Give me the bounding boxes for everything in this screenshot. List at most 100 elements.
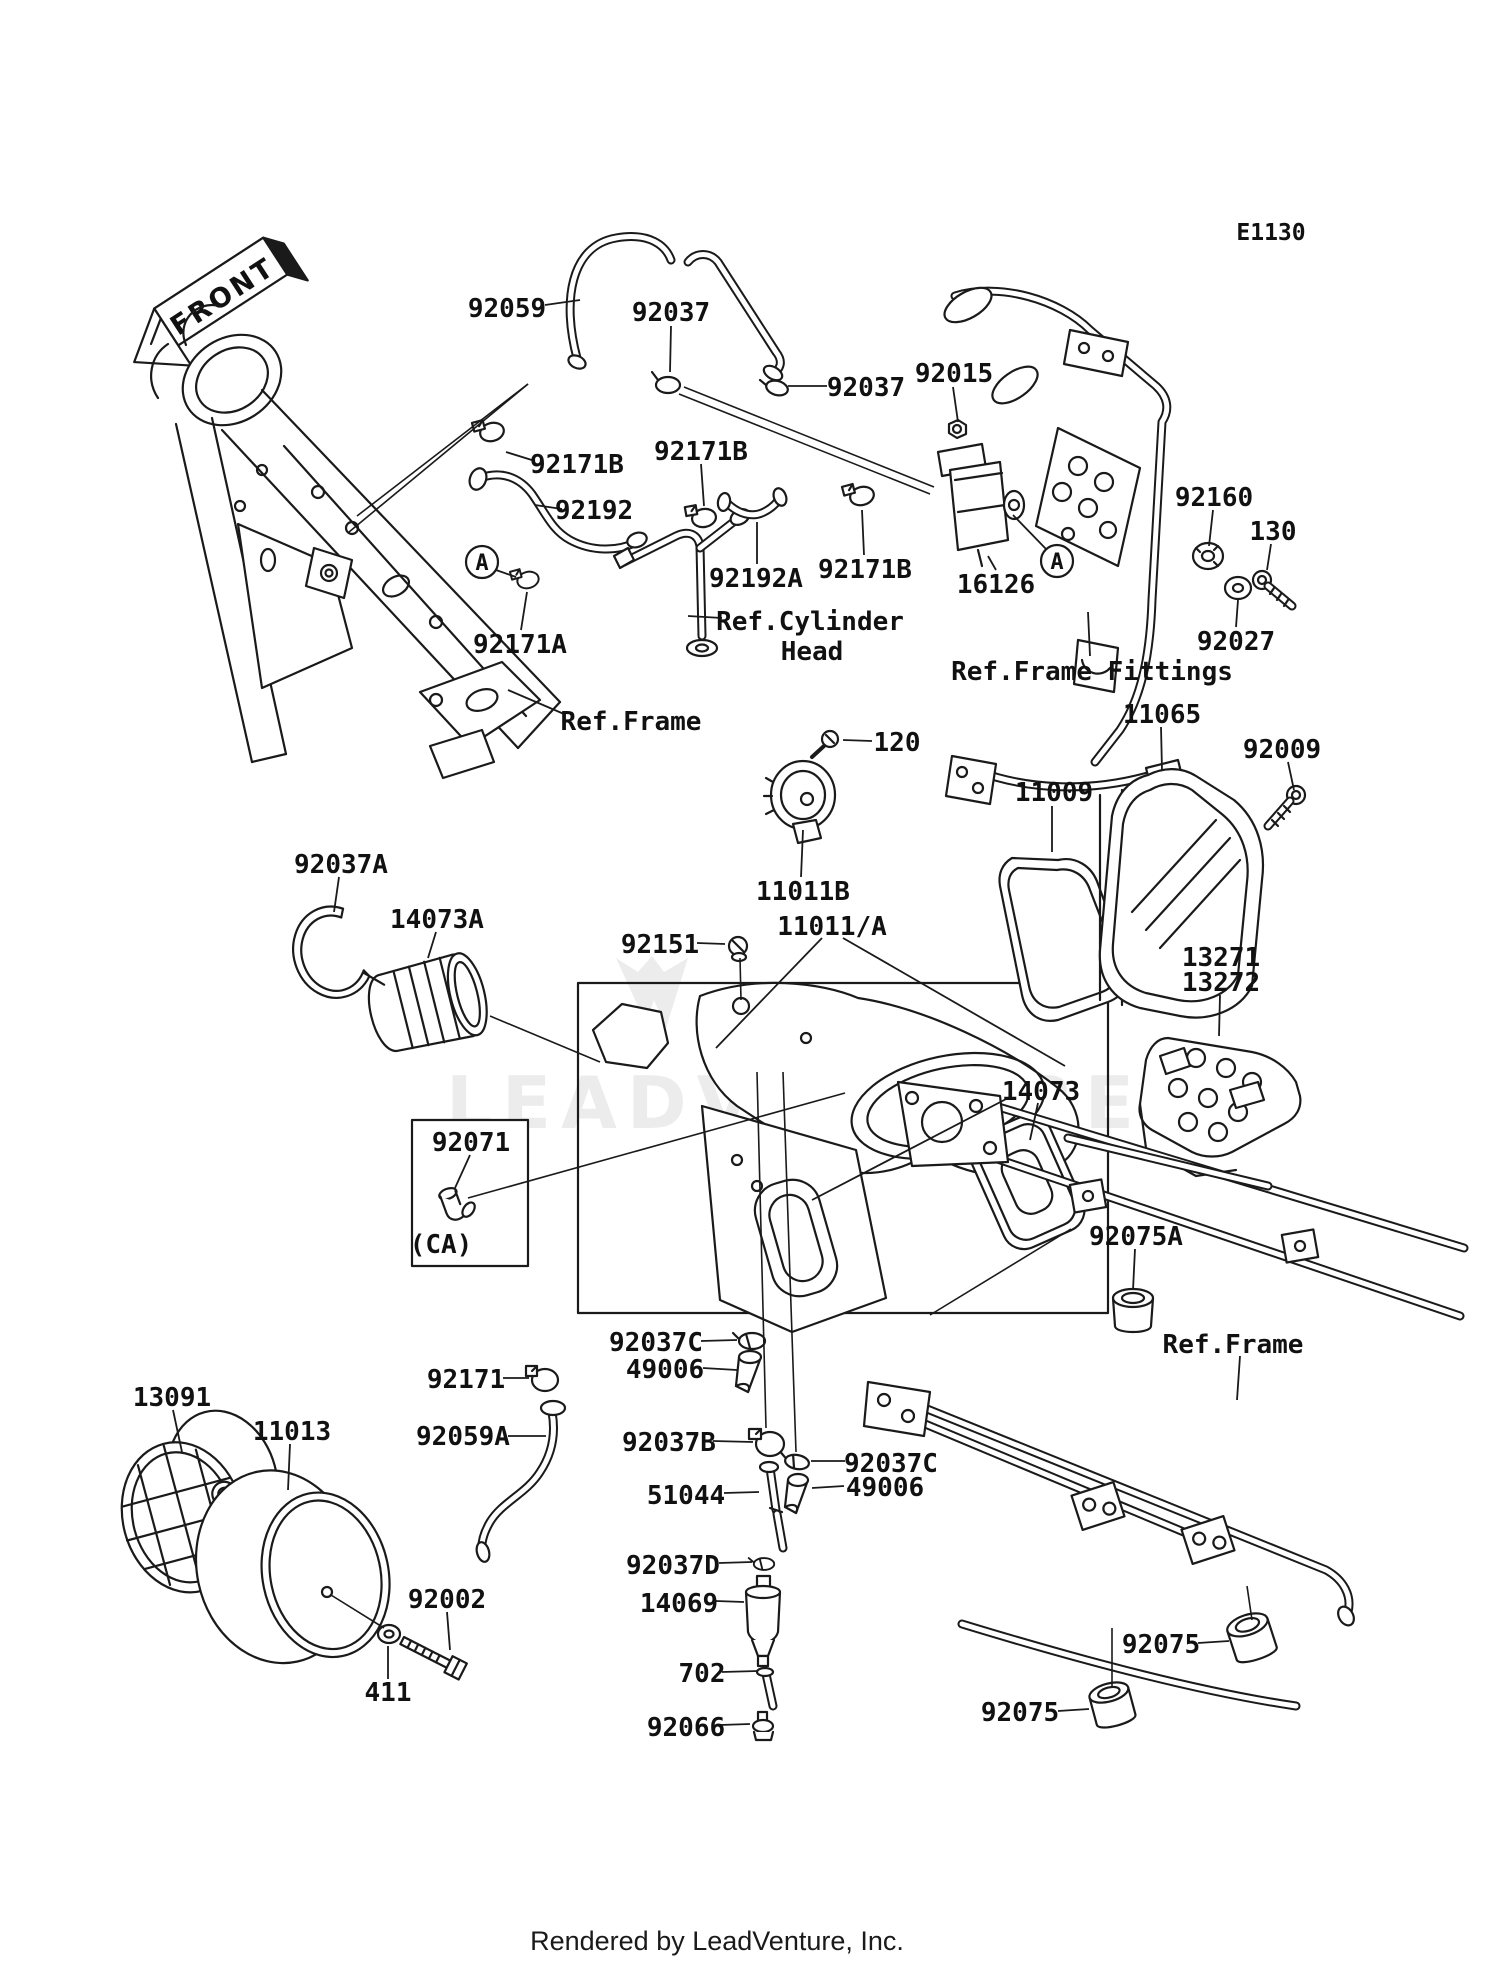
part-label-92009-20: 92009 — [1243, 735, 1321, 765]
part-label-411-47: 411 — [365, 1678, 412, 1708]
footer-credit: Rendered by LeadVenture, Inc. — [530, 1926, 904, 1956]
tube-core — [977, 769, 1151, 790]
part-label-702-48: 702 — [679, 1659, 726, 1689]
breather-hose-92059-sketch — [565, 232, 785, 382]
part-label-120-18: 120 — [874, 728, 921, 758]
leader-line — [715, 1600, 745, 1603]
part-label-refframe-17: Ref.Frame — [561, 707, 702, 737]
tube-core — [767, 1465, 779, 1513]
ca-option-box-92071 — [410, 1118, 530, 1268]
part-label-92171a-10: 92171A — [473, 630, 567, 660]
part-label-49006-35: 49006 — [626, 1355, 704, 1385]
leader-line — [723, 1491, 760, 1494]
tube-core — [697, 517, 739, 551]
bushing-92075a-sketch — [1111, 1287, 1155, 1334]
leader-line — [987, 555, 997, 571]
washer-92160-sketch — [1191, 541, 1225, 571]
part-label-11009-21: 11009 — [1015, 778, 1093, 808]
bushing-92075-sketch — [1088, 1681, 1137, 1729]
leader-line — [1235, 599, 1239, 628]
rear-frame-lower-sketch — [862, 1380, 1355, 1729]
part-label-refcylinder-14: Ref.Cylinder — [716, 607, 904, 637]
leader-line — [1132, 1248, 1136, 1291]
leader-line — [800, 829, 804, 878]
part-label-92075a-32: 92075A — [1089, 1222, 1183, 1252]
leader-line — [1087, 611, 1091, 657]
element-11065-sketch — [1098, 768, 1265, 1019]
part-label-refframe-33: Ref.Frame — [1163, 1330, 1304, 1360]
part-label-11011b-22: 11011B — [756, 877, 850, 907]
leader-line — [287, 1443, 291, 1491]
part-label-92059-0: 92059 — [468, 294, 546, 324]
leader-line — [811, 1096, 1011, 1201]
leader-line — [489, 1015, 601, 1063]
tube-core — [887, 1391, 1352, 1615]
leader-line — [520, 591, 528, 631]
part-label-92015-3: 92015 — [915, 359, 993, 389]
leader-line — [687, 615, 723, 619]
nut-92015-sketch — [947, 418, 968, 440]
part-label-13271-25: 13271 — [1182, 943, 1260, 973]
leader-line — [507, 689, 565, 715]
part-label-16126-9: 16126 — [957, 570, 1035, 600]
part-label-11013-39: 11013 — [253, 1417, 331, 1447]
part-label-130-12: 130 — [1250, 517, 1297, 547]
leader-line — [1057, 1708, 1090, 1712]
callout-marker-0 — [464, 544, 500, 580]
leader-line — [715, 937, 823, 1049]
leader-line — [1218, 994, 1221, 1037]
leader-line — [702, 1367, 738, 1371]
leader-line — [756, 1071, 767, 1429]
filter-hole — [320, 1585, 334, 1599]
leader-line — [495, 569, 517, 578]
leader-line — [333, 876, 340, 913]
part-label-92059a-37: 92059A — [416, 1422, 510, 1452]
leader-line — [842, 739, 873, 742]
part-label-92171-36: 92171 — [427, 1365, 505, 1395]
part-label-14073a-28: 14073A — [390, 905, 484, 935]
washer-411-sketch — [376, 1623, 402, 1645]
duct-14073a-sketch — [367, 952, 488, 1053]
clamp-ring-92037a-sketch — [292, 905, 386, 999]
part-label-refframefittings-16: Ref.Frame Fittings — [951, 657, 1233, 687]
leader-line — [739, 957, 742, 1001]
callout-marker-label-1: A — [1050, 550, 1063, 575]
part-label-92037-2: 92037 — [827, 373, 905, 403]
part-label-13091-38: 13091 — [133, 1383, 211, 1413]
tube-core — [1065, 1135, 1271, 1189]
leader-line — [1246, 1585, 1253, 1621]
part-label-92002-46: 92002 — [408, 1585, 486, 1615]
part-label-11011a-23: 11011/A — [777, 912, 887, 942]
leader-line — [534, 504, 563, 510]
part-label-92192a-7: 92192A — [709, 564, 803, 594]
tube-core — [621, 530, 705, 639]
leader-line — [718, 1561, 753, 1564]
tube-core — [959, 1621, 1299, 1709]
leader-line — [952, 386, 959, 423]
clamp-92171b-sketch — [683, 504, 718, 529]
part-label-92037c-41: 92037C — [844, 1449, 938, 1479]
cap-11011b-sketch — [762, 759, 837, 845]
leader-line — [348, 383, 529, 533]
leader-line — [467, 1092, 846, 1199]
part-label-92027-13: 92027 — [1197, 627, 1275, 657]
leader-line — [356, 383, 529, 517]
leader-line — [929, 1228, 1072, 1316]
leader-line — [700, 1339, 738, 1342]
callout-marker-label-0: A — [475, 551, 488, 576]
screw-92151-sketch — [727, 935, 749, 963]
part-label-92075-50: 92075 — [1122, 1630, 1200, 1660]
leader-line — [700, 463, 705, 507]
leader-line — [427, 931, 437, 959]
drain-parts-sketch — [475, 1331, 810, 1742]
leader-line — [721, 1670, 759, 1673]
leader-line — [842, 937, 1066, 1067]
screw-92009-sketch — [1263, 784, 1307, 831]
leader-line — [1266, 543, 1272, 571]
leader-line — [811, 1485, 845, 1489]
leader-line — [683, 386, 935, 488]
watermark-flame-icon — [616, 956, 688, 1028]
leader-line — [696, 942, 726, 945]
